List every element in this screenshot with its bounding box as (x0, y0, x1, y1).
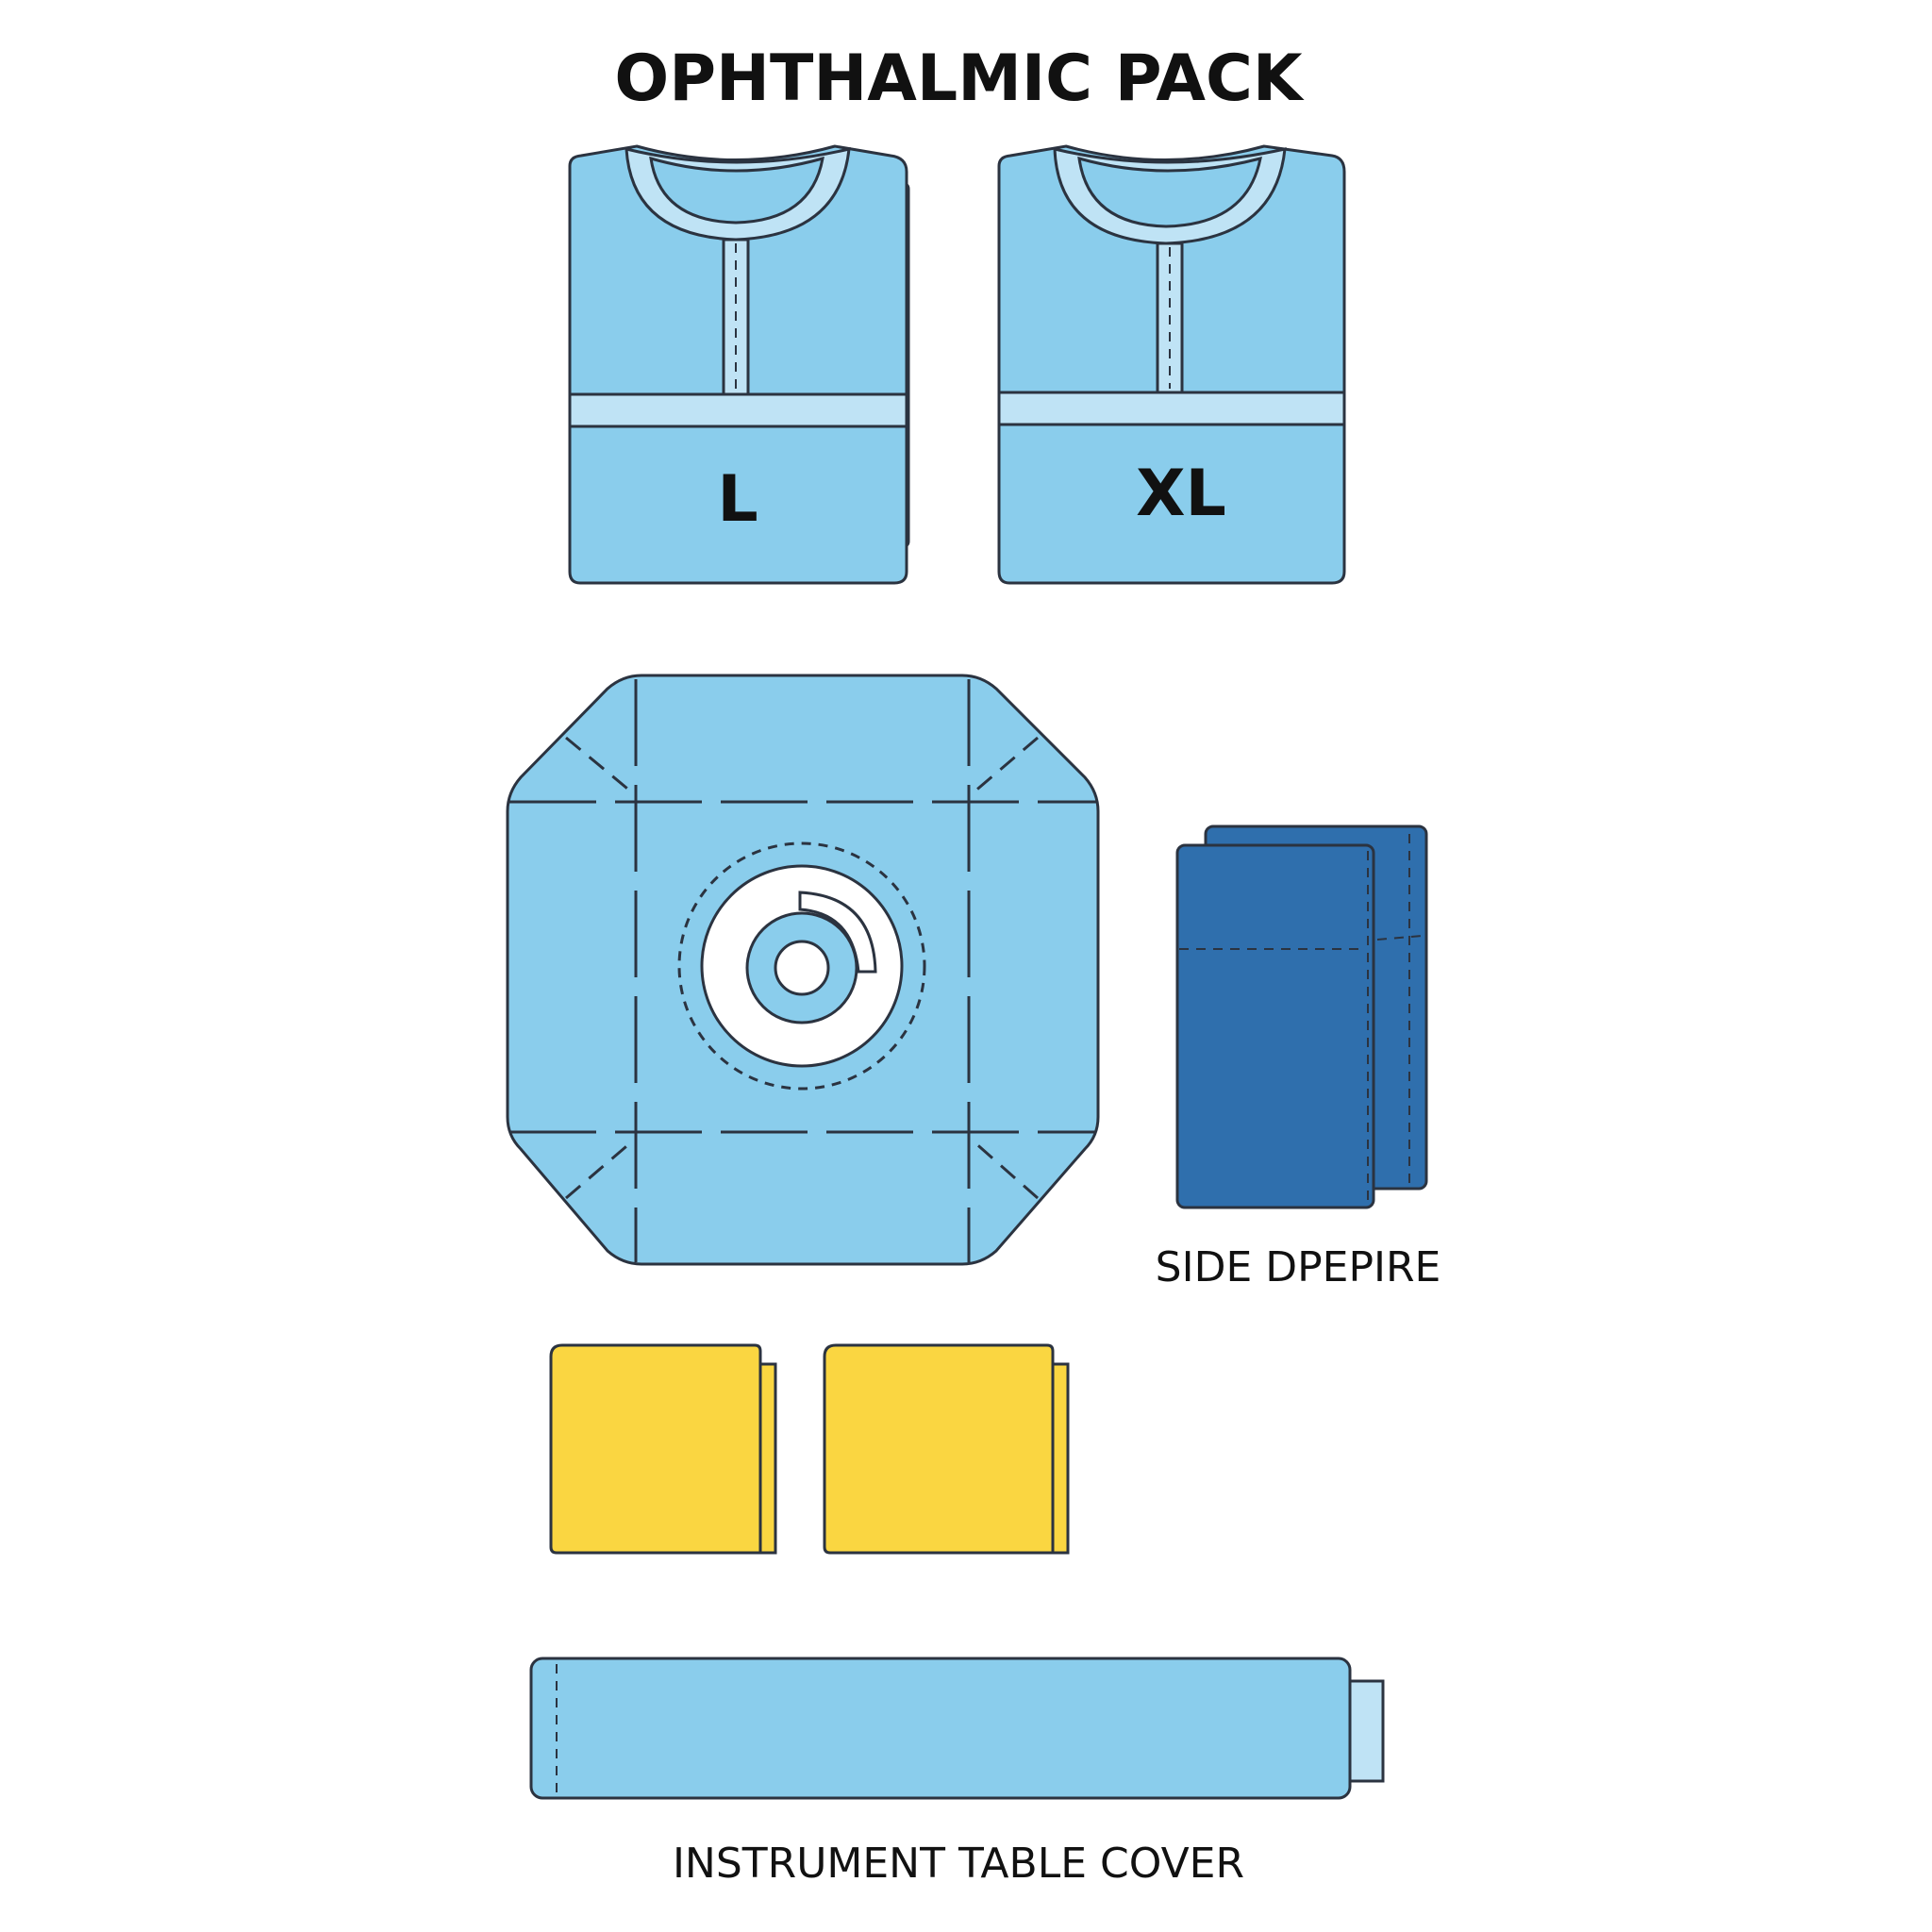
towel-1 (551, 1345, 775, 1553)
eye-drape (508, 675, 1098, 1264)
eye-aperture (775, 941, 828, 994)
side-drape-label: SIDE DPEPIRE (1156, 1243, 1441, 1291)
side-drape: SIDE DPEPIRE (1156, 826, 1441, 1291)
towel-2 (824, 1345, 1068, 1553)
instrument-table-cover: INSTRUMENT TABLE COVER (531, 1658, 1383, 1888)
gown-size-label-l: L (717, 462, 758, 537)
surgical-gown-large: L (570, 146, 908, 583)
surgical-gown-xlarge: XL (999, 146, 1344, 583)
page-title: OPHTHALMIC PACK (614, 42, 1304, 116)
gown-size-label-xl: XL (1136, 457, 1226, 531)
instrument-table-cover-label: INSTRUMENT TABLE COVER (673, 1840, 1244, 1888)
